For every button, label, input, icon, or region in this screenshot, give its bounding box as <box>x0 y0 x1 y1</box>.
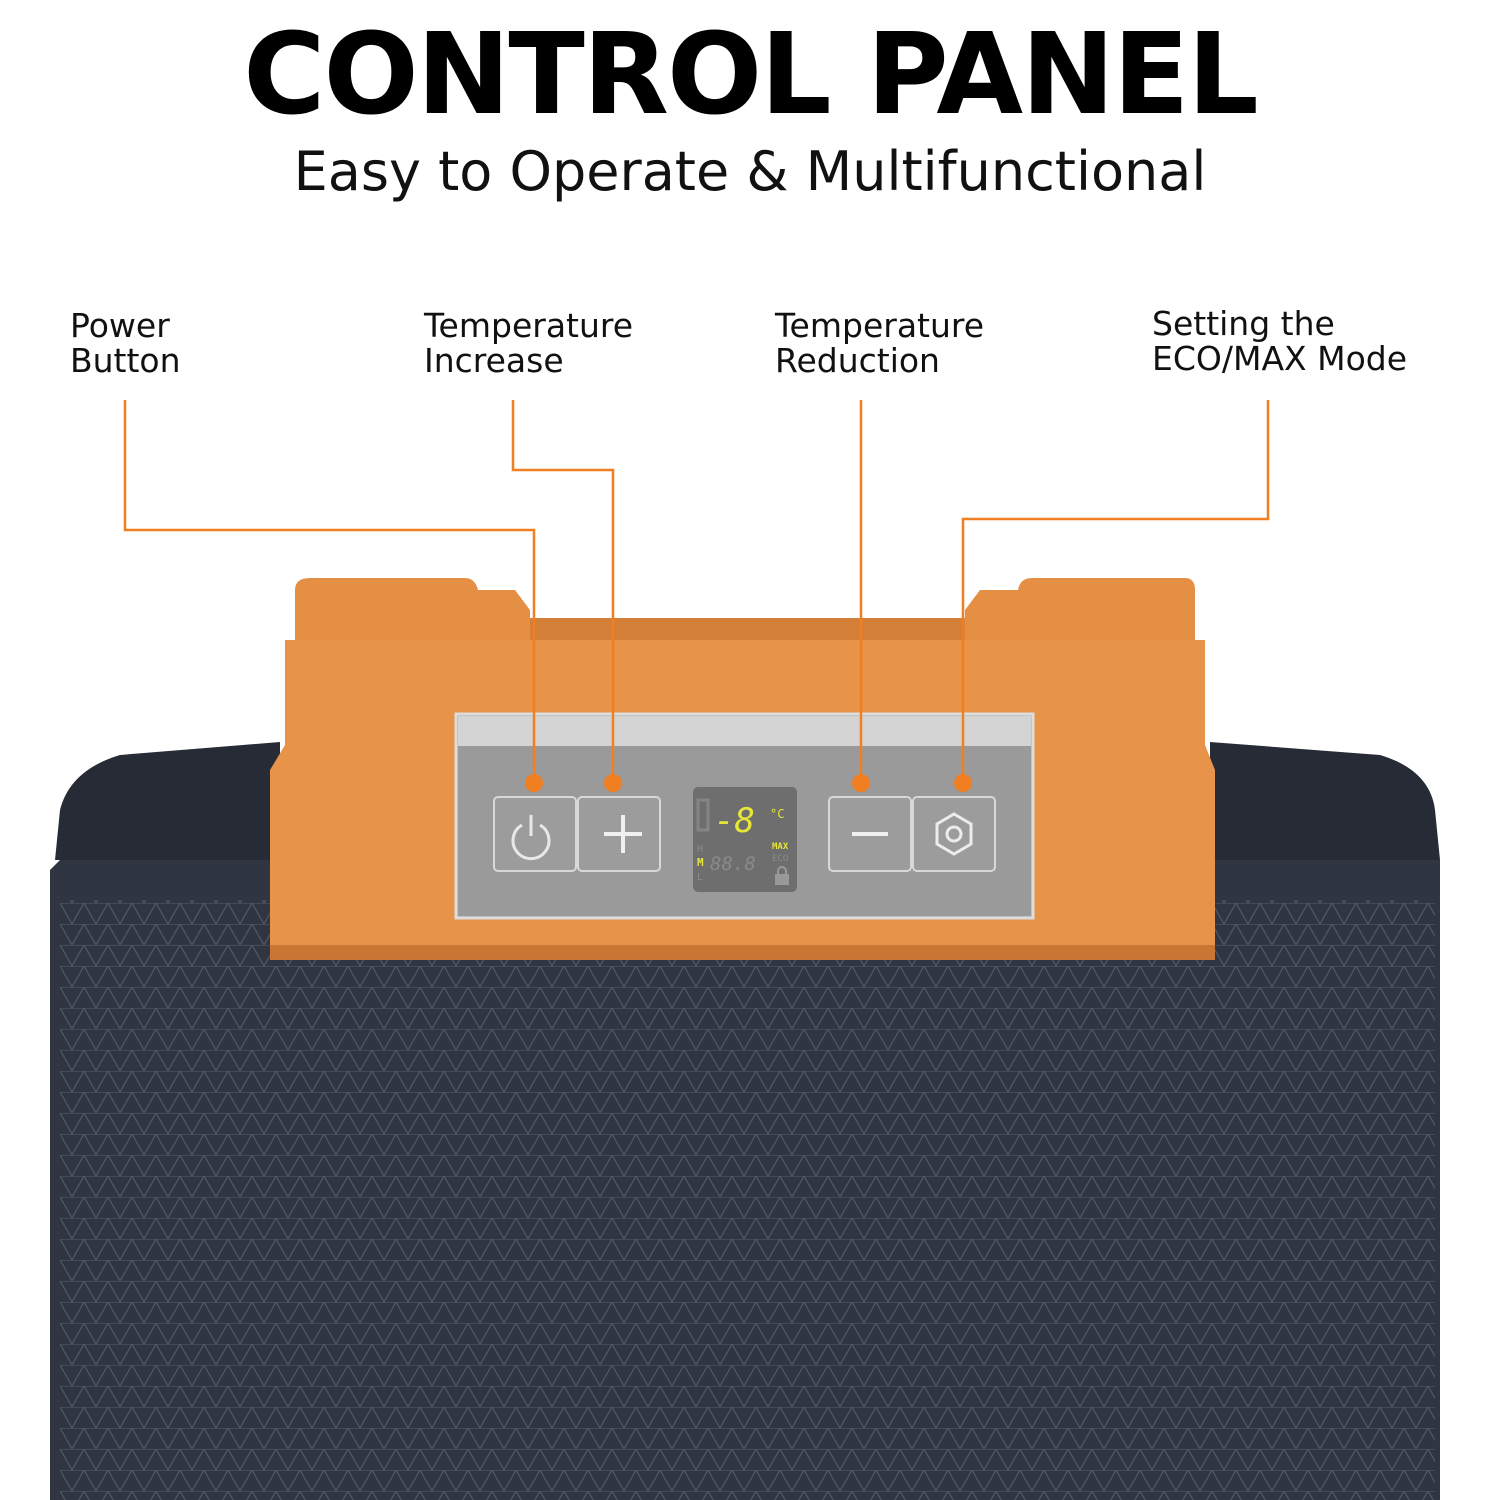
ghost-segments <box>696 798 710 832</box>
callout-line: Temperature <box>424 306 634 345</box>
callout-line: Reduction <box>775 341 940 380</box>
page-title: CONTROL PANEL <box>243 10 1258 140</box>
level-l: L <box>697 872 703 883</box>
temperature-increase-button[interactable] <box>577 796 661 872</box>
mode-max: MAX <box>772 842 789 852</box>
callout-line: Button <box>70 341 181 380</box>
secondary-readout: 88.8 <box>710 853 756 875</box>
callout-line: Setting the <box>1152 304 1335 343</box>
power-icon <box>511 815 551 861</box>
callout-line: Power <box>70 306 170 345</box>
callout-line: Temperature <box>775 306 985 345</box>
lock-icon <box>775 866 789 885</box>
temperature-readout: -8 <box>714 801 755 841</box>
level-m: M <box>697 856 704 869</box>
temperature-reduction-button[interactable] <box>828 796 912 872</box>
callout-dots <box>525 774 972 792</box>
hexagon-nut-icon <box>935 812 973 856</box>
callout-lines <box>123 400 1270 783</box>
plus-icon <box>604 815 642 853</box>
eco-max-mode-button[interactable] <box>912 796 996 872</box>
level-h: H <box>697 844 703 855</box>
callout-line: Increase <box>424 341 564 380</box>
unit-label: °C <box>770 807 784 821</box>
callout-line: ECO/MAX Mode <box>1152 339 1408 378</box>
lcd-display: -8 °C H M L 88.8 MAX ECO <box>693 787 797 892</box>
mode-eco: ECO <box>772 854 788 864</box>
power-button[interactable] <box>493 796 577 872</box>
cooler-body <box>50 742 1440 1500</box>
page-subtitle: Easy to Operate & Multifunctional <box>293 140 1207 203</box>
